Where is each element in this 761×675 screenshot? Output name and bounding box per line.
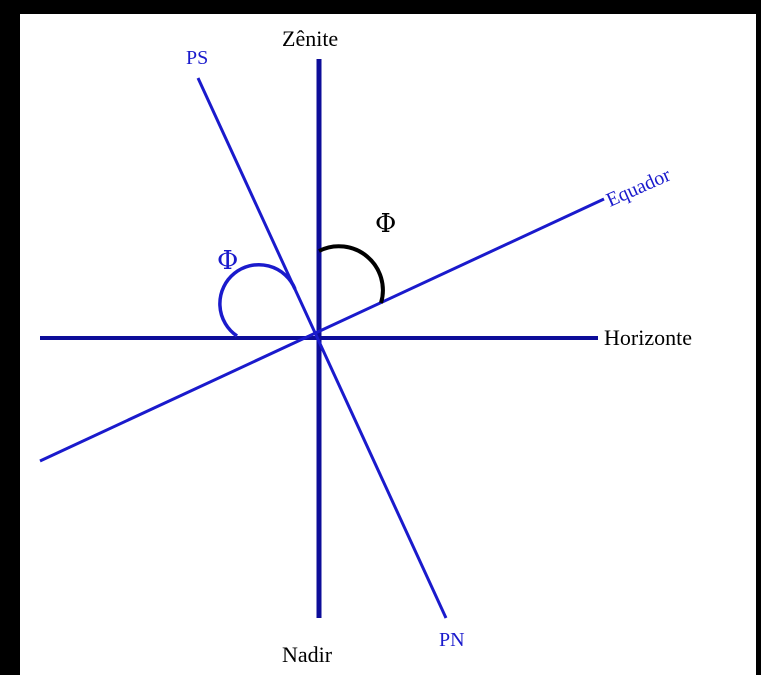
north-pole-label: PN [439,629,465,651]
left-angle-arc [218,262,297,338]
zenith-label: Zênite [282,26,338,51]
phi-left-label: Φ [217,246,238,276]
nadir-label: Nadir [282,642,333,667]
equator-line [39,197,605,463]
horizon-label: Horizonte [604,325,692,350]
polar-axis-line [196,77,448,619]
upper-angle-arc [318,244,385,304]
celestial-coordinates-diagram: Zênite Nadir Horizonte Equador PS PN Φ Φ [39,26,692,667]
equator-label: Equador [603,164,674,212]
diagram-canvas: Zênite Nadir Horizonte Equador PS PN Φ Φ [20,14,756,675]
south-pole-label: PS [186,47,208,69]
phi-upper-label: Φ [375,209,396,239]
